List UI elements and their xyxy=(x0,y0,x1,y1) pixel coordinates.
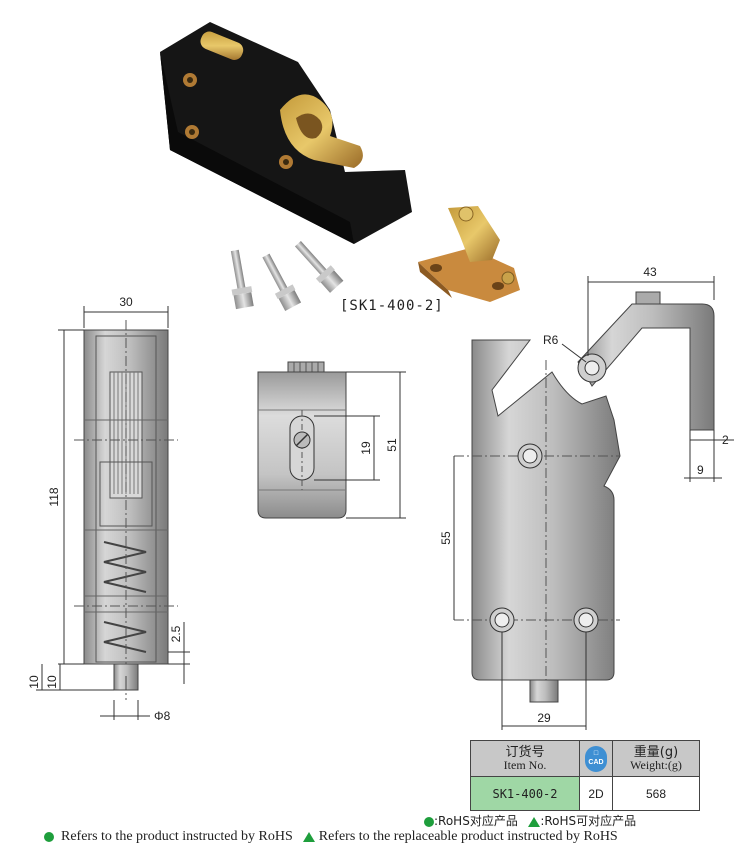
center-view-drawing xyxy=(257,361,406,519)
weight-header: 重量(g) Weight:(g) xyxy=(612,740,700,777)
latch-product-photo xyxy=(160,22,412,244)
legend-short: :RoHS对应产品 :RoHS可对应产品 xyxy=(424,812,636,830)
legend-rohs-short: :RoHS对应产品 xyxy=(434,814,518,828)
dim-front-offset-b: 10 xyxy=(45,675,59,689)
spec-table: 订货号 Item No. □CAD 重量(g) Weight:(g) SK1-4… xyxy=(470,740,700,811)
rohs-dot-icon xyxy=(424,816,434,827)
cad-icon: □CAD xyxy=(585,745,607,772)
side-view-drawing xyxy=(453,276,734,730)
model-label: [SK1-400-2] xyxy=(340,298,444,314)
item-no-header: 订货号 Item No. xyxy=(470,740,580,777)
front-view-drawing xyxy=(36,306,190,720)
dim-side-depth: 9 xyxy=(697,463,704,477)
item-no-cell: SK1-400-2 xyxy=(470,776,580,811)
screws-photo xyxy=(230,241,344,311)
dim-side-width: 43 xyxy=(643,265,657,279)
legend-rohs-replace-line: Refers to the replaceable product instru… xyxy=(318,829,618,844)
dim-side-hole-spacing: 29 xyxy=(537,711,551,725)
dim-front-offset-a: 10 xyxy=(27,675,41,689)
weight-header-en: Weight:(g) xyxy=(630,757,682,772)
dim-front-width: 30 xyxy=(119,295,133,309)
format-cell: 2D xyxy=(579,776,613,811)
dim-side-radius: R6 xyxy=(543,333,559,347)
dim-side-thickness: 2 xyxy=(722,433,729,447)
legend-long: Refers to the product instructed by RoHS… xyxy=(44,829,618,845)
cad-header: □CAD xyxy=(579,740,613,777)
dim-center-slot: 19 xyxy=(359,441,373,455)
rohs-dot-icon-2 xyxy=(44,831,54,842)
dim-side-hole-height: 55 xyxy=(439,531,453,545)
dim-front-spring-gap: 2.5 xyxy=(169,625,183,642)
cad-icon-glyph: □ xyxy=(593,749,599,757)
weight-header-cn: 重量(g) xyxy=(633,744,679,760)
weight-cell: 568 xyxy=(612,776,700,811)
dim-front-height: 118 xyxy=(47,487,61,506)
rohs-triangle-icon-2 xyxy=(303,831,316,842)
strike-bracket-photo xyxy=(418,206,520,302)
dim-front-diameter: Φ8 xyxy=(154,709,171,723)
item-no-header-en: Item No. xyxy=(503,757,547,772)
dim-center-height: 51 xyxy=(385,438,399,452)
legend-rohs-line: Refers to the product instructed by RoHS xyxy=(61,829,293,844)
item-no-header-cn: 订货号 xyxy=(505,744,545,760)
legend-rohs-replace-short: :RoHS可对应产品 xyxy=(540,814,637,828)
cad-badge-label: CAD xyxy=(588,758,604,766)
rohs-triangle-icon xyxy=(528,816,541,827)
